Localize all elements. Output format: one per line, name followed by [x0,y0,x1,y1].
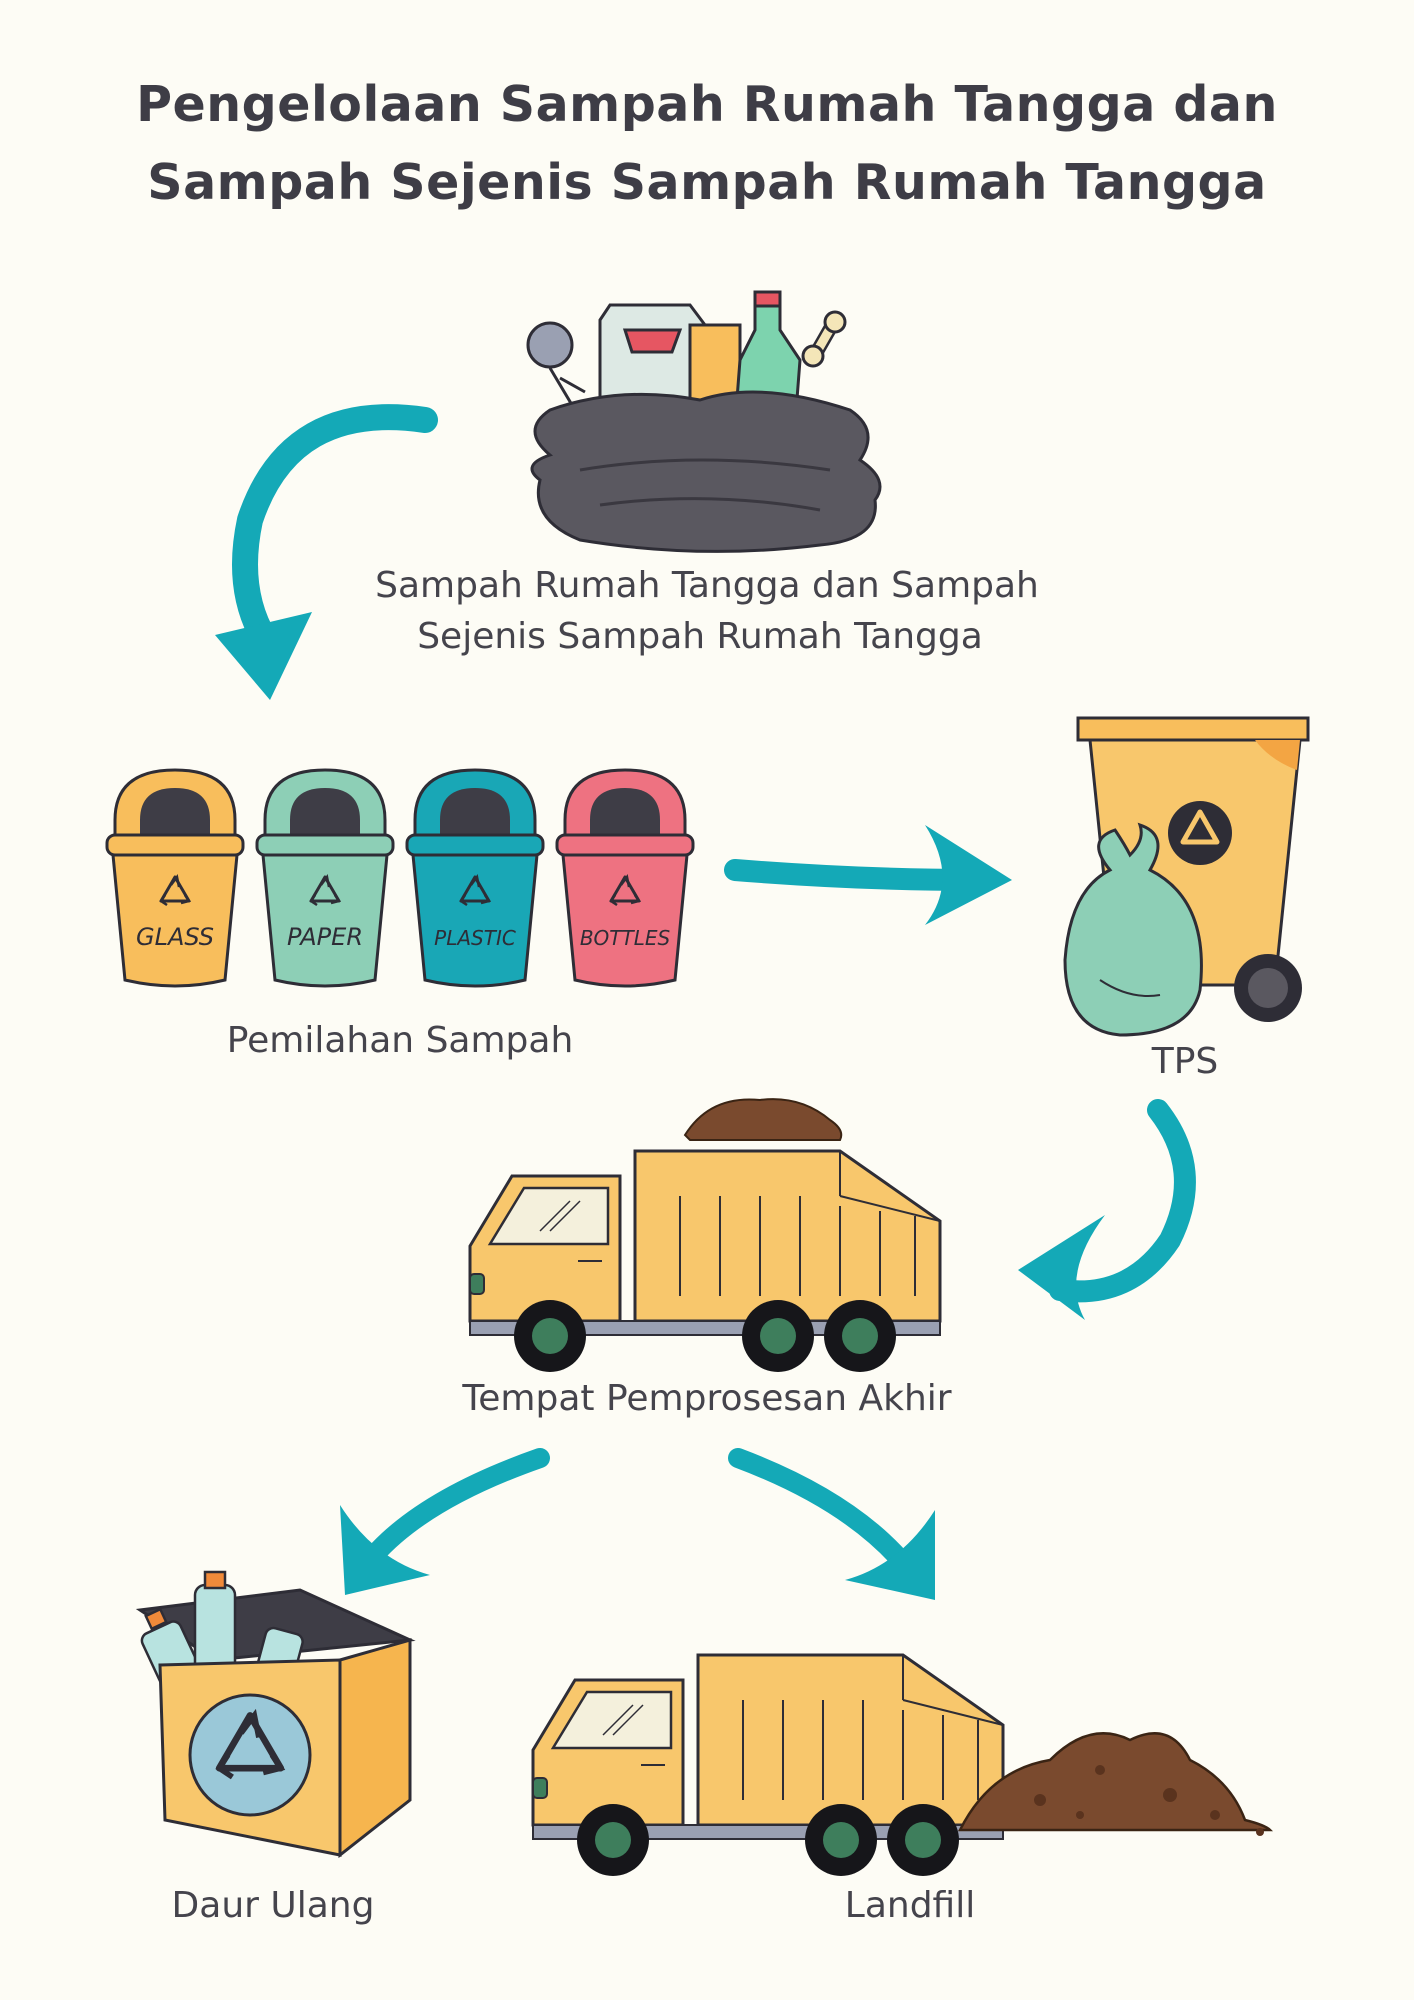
recycling-label: Daur Ulang [172,1885,375,1926]
title-line-2: Sampah Sejenis Sampah Rumah Tangga [147,154,1267,211]
arrow-source-to-sorting [215,404,438,700]
processing-truck-icon [468,1098,942,1374]
recycling-box-icon [135,1570,416,1859]
trash-bag-icon [526,290,882,553]
sorting-bin-bottles: BOTTLES [555,768,695,988]
sorting-bin-paper: PAPER [255,768,395,988]
bin-label: GLASS [136,923,214,951]
sorting-bins: GLASS PAPER PLASTIC BOTTLES [105,768,695,988]
tps-label: TPS [1151,1041,1219,1082]
arrow-processing-to-landfill [728,1448,935,1600]
processing-label: Tempat Pemprosesan Akhir [461,1378,951,1419]
bin-label: PLASTIC [434,926,516,950]
source-label-line-1: Sampah Rumah Tangga dan Sampah [375,565,1039,606]
title-line-1: Pengelolaan Sampah Rumah Tangga dan [136,76,1278,133]
dirt-pile-icon [957,1732,1274,1836]
sorting-label: Pemilahan Sampah [227,1020,574,1061]
sorting-bin-glass: GLASS [105,768,245,988]
tps-container-icon [1063,716,1310,1037]
landfill-label: Landfill [845,1885,975,1926]
arrow-tps-to-processing [1018,1099,1196,1320]
bin-label: BOTTLES [580,926,671,950]
sorting-bin-plastic: PLASTIC [405,768,545,988]
arrow-sorting-to-tps [724,825,1012,925]
bin-label: PAPER [287,923,363,951]
landfill-truck-icon [531,1653,1005,1878]
source-label-line-2: Sejenis Sampah Rumah Tangga [417,616,983,657]
page-title: Pengelolaan Sampah Rumah Tangga dan Samp… [0,66,1414,222]
arrow-processing-to-recycling [340,1448,550,1595]
